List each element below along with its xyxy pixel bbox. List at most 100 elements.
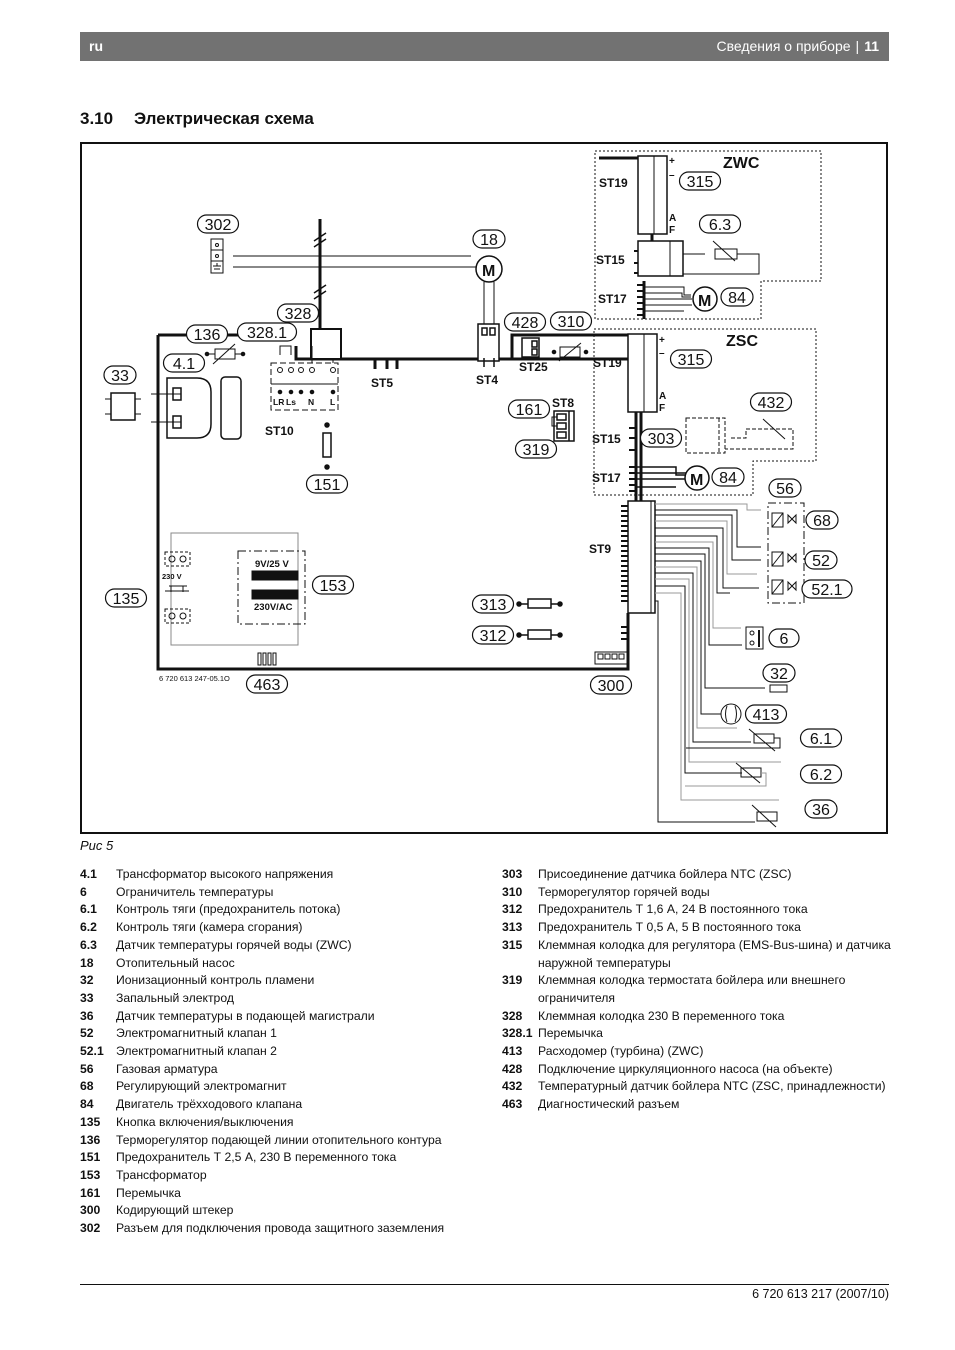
callout-oval [236,322,298,342]
header-section-title: Сведения о приборе [716,38,851,54]
legend-description: Температурный датчик бойлера NTC (ZSC, п… [538,1079,886,1094]
label-zsc-st17: ST17 [592,471,621,485]
callout-oval [669,349,713,369]
legend-number: 328 [502,1008,523,1023]
st10-terminal-l: L [330,397,335,407]
st9-wiring [655,502,805,828]
callout-oval [472,229,506,249]
callout-300: 300 [589,675,633,695]
callout-oval [162,353,206,373]
legend-number: 300 [80,1203,101,1218]
label-st4: ST4 [476,373,498,387]
legend-description: Электромагнитный клапан 1 [116,1026,277,1041]
label-zsc-st15: ST15 [592,432,621,446]
callout-428: 428 [503,312,547,332]
callout-oval [698,214,742,234]
legend-description: Подключение циркуляционного насоса (на о… [538,1061,833,1076]
pump-18 [475,255,503,326]
zsc-box [593,328,817,496]
callout-153: 153 [311,575,355,595]
legend-number: 18 [80,955,94,970]
callout-151: 151 [305,474,349,494]
switch-voltage-label: 230 V [162,572,182,581]
legend-description: Разъем для подключения провода защитного… [116,1221,445,1236]
callout-oval [762,663,796,683]
callout-68: 68 [805,510,839,530]
callout-oval [768,478,802,498]
callout-label: 153 [320,578,347,595]
callout-oval [276,303,320,323]
callout-84: 84 [720,287,754,307]
callout-label: 413 [753,707,780,724]
header-section: Сведения о приборе|11 [716,38,879,54]
callout-label: 161 [516,402,543,419]
callout-label: 312 [480,628,507,645]
callout-312: 312 [471,625,515,645]
sensor-6-3 [683,240,760,275]
callout-161: 161 [507,399,551,419]
ground-connector-302 [210,238,224,274]
callout-oval [804,550,838,570]
legend-description: Ионизационный контроль пламени [116,973,315,988]
legend-item: 52 Электромагнитный клапан 1 [80,1025,500,1043]
callout-label: 328 [285,306,312,323]
callout-303: 303 [639,428,683,448]
legend-description: Предохранитель Т 2,5 А, 230 В переменног… [116,1150,397,1165]
connector-st5 [373,359,399,369]
legend-number: 6 [80,884,87,899]
callout-label: 36 [812,802,830,819]
callout-52-1: 52.1 [801,579,853,599]
callout-label: 300 [598,678,625,695]
legend-description: Присоединение датчика бойлера NTC (ZSC) [538,867,792,881]
callout-32: 32 [762,663,796,683]
callout-label: 33 [111,368,129,385]
callout-33: 33 [103,365,137,385]
callout-oval [711,467,745,487]
callout-oval [103,365,137,385]
callout-label: 84 [728,290,746,307]
zsc-st19 [627,333,710,501]
callout-315: 315 [669,349,713,369]
callout-label: 32 [770,666,788,683]
label-zwc: ZWC [723,155,760,172]
label-zsc: ZSC [726,333,758,350]
callout-oval [678,171,722,191]
callout-oval [768,628,800,648]
callout-label: 52 [812,553,830,570]
legend-description: Расходомер (турбина) (ZWC) [538,1044,704,1059]
fuse-312 [516,629,563,640]
callout-oval [104,588,148,608]
label-st9: ST9 [589,542,611,556]
zwc-a: A [669,213,676,224]
legend-number: 161 [80,1185,101,1200]
callout-label: 6.2 [810,767,832,784]
legend-number: 312 [502,902,523,917]
legend-number: 328.1 [502,1026,533,1041]
section-heading: Электрическая схема [134,109,314,128]
callout-label: 151 [314,477,341,494]
callout-oval [801,579,853,599]
callout-oval [799,728,843,748]
callout-oval [749,392,793,412]
callout-135: 135 [104,588,148,608]
ignition-transformer-4-1 [151,376,242,440]
coding-plug-300 [594,651,628,665]
label-st25: ST25 [519,360,548,374]
legend-description: Регулирующий электромагнит [116,1079,287,1094]
legend-description: Газовая арматура [116,1061,218,1076]
legend-number: 52 [80,1026,94,1041]
transformer-primary-label: 230V/AC [254,602,293,613]
zwc-st17 [637,281,718,319]
legend-description: Клеммная колодка для регулятора (EMS-Bus… [538,937,891,970]
zsc-303-dashed [685,417,794,454]
wiring-diagram-svg: LR Ls N L 6 [103,150,853,828]
legend-description: Кнопка включения/выключения [116,1114,294,1129]
